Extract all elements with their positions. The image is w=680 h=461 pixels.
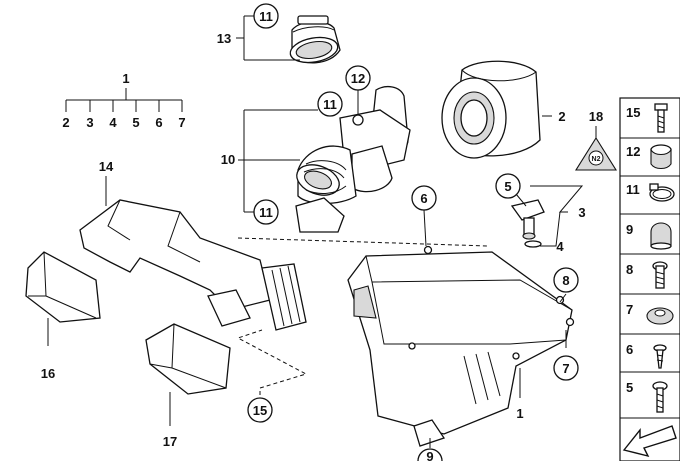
rubber-mount-icon: [650, 222, 672, 250]
callout-1-top: 1: [122, 71, 129, 86]
side-label-12: 12: [626, 144, 640, 159]
callout-11-low: 11: [259, 205, 273, 220]
silencer-housing-part: [347, 245, 575, 447]
callout-3: 3: [578, 205, 585, 220]
intake-guide-part: [25, 251, 101, 323]
bolt-hex-icon: [654, 103, 668, 133]
small-parts-panel: 15 12 11 9 8: [619, 97, 680, 461]
side-label-11: 11: [626, 182, 640, 197]
callout-11-top: 11: [259, 9, 273, 24]
bushing-icon: [646, 307, 674, 325]
direction-arrow-icon: [622, 425, 677, 458]
warning-symbol-icon: N2: [575, 136, 617, 171]
callout-4: 4: [556, 239, 564, 254]
side-label-7: 7: [626, 302, 633, 317]
callout-10: 10: [221, 152, 235, 167]
callout-12: 12: [351, 71, 365, 86]
side-label-9: 9: [626, 222, 633, 237]
callout-2: 2: [558, 109, 565, 124]
intake-duct-part: [79, 199, 307, 331]
sensor-part: [510, 199, 545, 248]
sub-callout-2: 2: [62, 115, 69, 130]
stud-bolt-icon: [652, 261, 668, 289]
sub-callout-3: 3: [86, 115, 93, 130]
callout-18: 18: [589, 109, 603, 124]
callout-5: 5: [504, 179, 511, 194]
intake-boot-part: [295, 85, 411, 233]
side-label-8: 8: [626, 262, 633, 277]
callout-14: 14: [99, 159, 114, 174]
callout-8: 8: [562, 273, 569, 288]
callout-13: 13: [217, 31, 231, 46]
sub-callout-6: 6: [155, 115, 162, 130]
hose-clamp-icon: [649, 183, 675, 202]
callouts: 11 13 1 2 3 4 5 6 7 12 11 10 11 2 18 5 3…: [41, 3, 603, 461]
side-label-6: 6: [626, 342, 633, 357]
sub-callout-5: 5: [132, 115, 139, 130]
side-label-5: 5: [626, 380, 633, 395]
sub-callout-7: 7: [178, 115, 185, 130]
air-filter-element-part: [441, 60, 541, 159]
callout-6: 6: [420, 191, 427, 206]
callout-11-mid: 11: [323, 97, 337, 112]
torx-screw-icon: [652, 381, 668, 413]
grommet-icon: [650, 144, 672, 170]
intake-guide-lower-part: [145, 323, 231, 395]
leader-lines: [47, 15, 597, 448]
callout-17: 17: [163, 434, 177, 449]
callout-15: 15: [253, 403, 267, 418]
callout-1-bottom: 1: [516, 406, 523, 421]
sub-callout-4: 4: [109, 115, 117, 130]
intake-hose-part: [289, 15, 341, 64]
screw-icon: [653, 344, 667, 369]
callout-16: 16: [41, 366, 55, 381]
warning-symbol-text: N2: [592, 156, 601, 163]
callout-7: 7: [562, 361, 569, 376]
callout-9: 9: [426, 449, 433, 461]
side-label-15: 15: [626, 105, 640, 120]
